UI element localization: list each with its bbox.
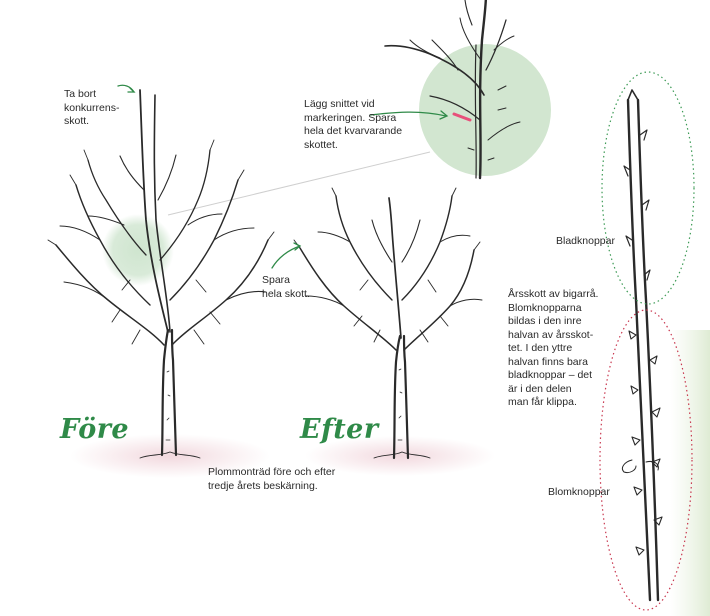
arrow-cut-at-marking <box>369 111 447 117</box>
title-before: Före <box>60 414 130 445</box>
ground-shadow-before <box>70 434 270 478</box>
zoom-connector-line <box>167 151 431 216</box>
annotation-annual-shoot: Årsskott av bigarrå. Blomknopparna bilda… <box>508 288 599 408</box>
annotation-save-whole-shoot: Spara hela skott. <box>262 274 310 300</box>
figure-caption: Plommonträd före och efter tredje årets … <box>208 466 336 492</box>
zoom-detail-circle <box>419 44 551 176</box>
tree-before-illustration <box>47 89 275 459</box>
annotation-cut-at-marking: Lägg snittet vid markeringen. Spara hela… <box>304 98 403 151</box>
title-after: Efter <box>300 414 379 445</box>
arrow-save-whole-shoot <box>271 245 301 269</box>
annotation-flower-buds: Blomknoppar <box>548 486 610 498</box>
zoom-source-highlight <box>102 214 174 286</box>
annotation-remove-competing-shoot: Ta bort konkurrens- skott. <box>64 88 120 127</box>
edge-wash <box>670 330 710 616</box>
leaf-buds-dotted-ellipse <box>601 71 695 305</box>
callout-arrows <box>117 84 449 269</box>
annual-shoot-illustration <box>621 89 663 602</box>
ground-shadow-after <box>305 436 495 476</box>
flower-buds-dotted-ellipse <box>599 309 693 611</box>
annotation-leaf-buds: Bladknoppar <box>556 235 615 247</box>
detail-branch-illustration <box>384 0 521 180</box>
cut-marker <box>452 112 472 122</box>
